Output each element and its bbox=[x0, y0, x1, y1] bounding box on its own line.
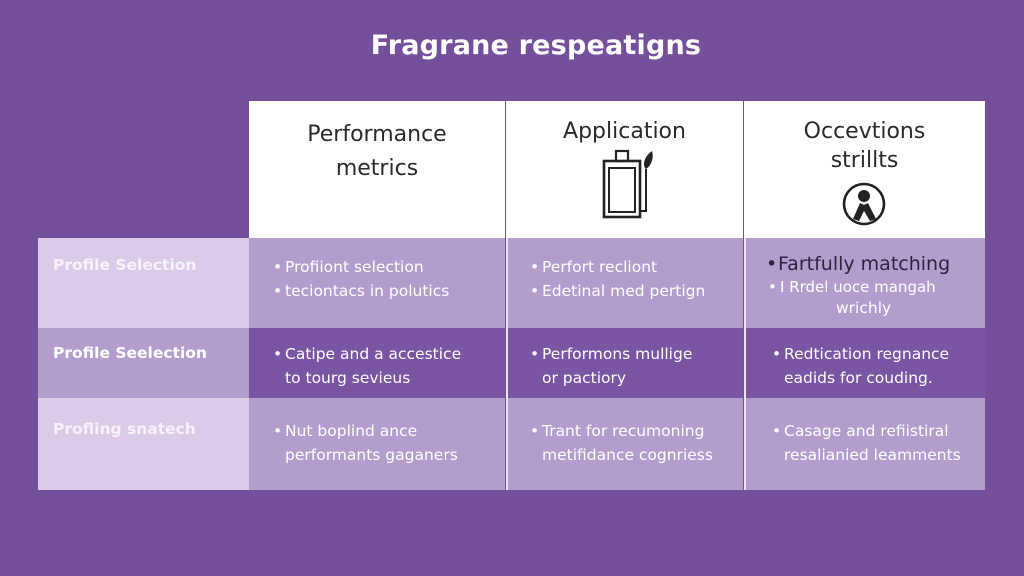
table-cell: •Catipe and a accestice to tourg sevieus bbox=[249, 328, 505, 398]
row-label: Profling snatech bbox=[38, 398, 249, 490]
text-continuation: or pactiory bbox=[542, 369, 627, 387]
bullet-item: •Profiiont selection bbox=[273, 258, 424, 276]
table-cell: •Profiiont selection •teciontacs in polu… bbox=[249, 238, 505, 328]
person-circle-icon bbox=[842, 182, 886, 226]
text-continuation: to tourg sevieus bbox=[285, 369, 411, 387]
bullet-item: •Catipe and a accestice bbox=[273, 345, 462, 363]
bullet-item: •Redtication regnance bbox=[772, 345, 950, 363]
bullet-item: •I Rrdel uoce mangah bbox=[768, 278, 936, 296]
header-label: Performance metrics bbox=[307, 122, 447, 181]
row-label: Profile Seelection bbox=[38, 328, 249, 398]
text-continuation: resalianied leamments bbox=[784, 446, 961, 464]
bullet-item: •Edetinal med pertign bbox=[530, 282, 706, 300]
header-performance-metrics: Performance metrics bbox=[249, 101, 505, 238]
table-cell: •Perfort recliont •Edetinal med pertign bbox=[506, 238, 743, 328]
table-row: Profile Selection •Profiiont selection •… bbox=[38, 238, 985, 328]
page-title: Fragrane respeatigns bbox=[370, 30, 702, 61]
text-continuation: eadids for couding. bbox=[784, 369, 933, 387]
bullet-item: •Fartfully matching bbox=[766, 253, 951, 275]
table-row: Profile Seelection •Catipe and a accesti… bbox=[38, 328, 985, 398]
table-cell: •Redtication regnance eadids for couding… bbox=[744, 328, 985, 398]
table-row: Profling snatech •Nut boplind ance perfo… bbox=[38, 398, 985, 490]
table-cell: •Nut boplind ance performants gaganers bbox=[249, 398, 505, 490]
perfume-bottle-brush-icon bbox=[602, 149, 653, 219]
bullet-item: •Perfort recliont bbox=[530, 258, 658, 276]
text-continuation: wrichly bbox=[836, 299, 892, 317]
table-cell: •Performons mullige or pactiory bbox=[506, 328, 743, 398]
text-continuation: performants gaganers bbox=[285, 446, 458, 464]
table-cell: •Trant for recumoning metifidance cognri… bbox=[506, 398, 743, 490]
bullet-item: •Performons mullige bbox=[530, 345, 693, 363]
bullet-item: •Trant for recumoning bbox=[530, 422, 705, 440]
table-cell: •Fartfully matching •I Rrdel uoce mangah… bbox=[744, 238, 985, 328]
bullet-item: •teciontacs in polutics bbox=[273, 282, 450, 300]
header-application: Application bbox=[506, 101, 743, 238]
table-cell: •Casage and refiistiral resalianied leam… bbox=[744, 398, 985, 490]
bullet-item: •Nut boplind ance bbox=[273, 422, 418, 440]
header-label: Application bbox=[563, 119, 686, 144]
row-label: Profile Selection bbox=[38, 238, 249, 328]
bullet-item: •Casage and refiistiral bbox=[772, 422, 949, 440]
header-label: Occevtions strillts bbox=[803, 119, 926, 173]
text-continuation: metifidance cognriess bbox=[542, 446, 713, 464]
header-occevtions: Occevtions strillts bbox=[744, 101, 985, 238]
